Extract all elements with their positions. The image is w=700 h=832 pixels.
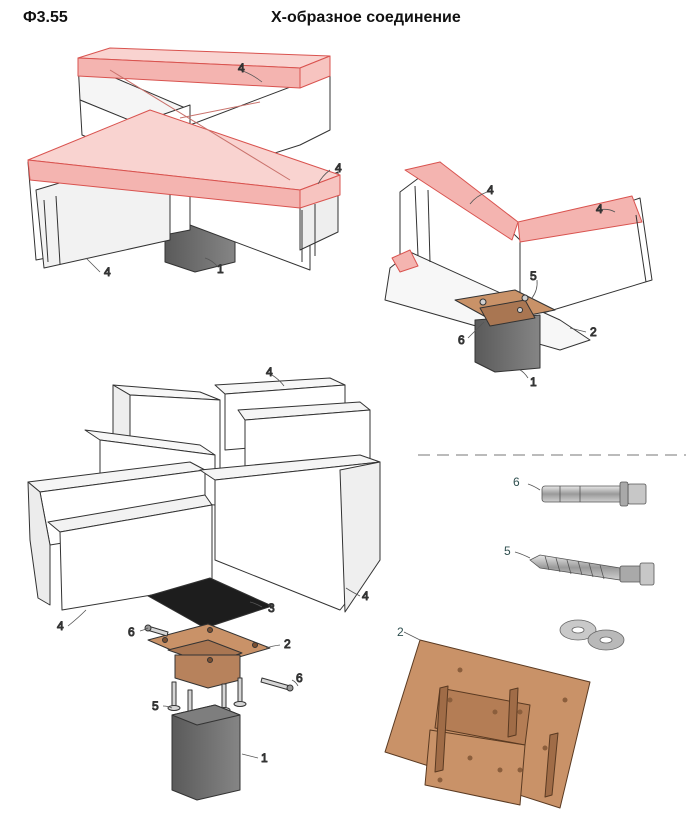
callout-4-right: 4 [335, 161, 342, 175]
callout-4-top: 4 [238, 61, 245, 75]
callout-4-partial-a: 4 [487, 183, 494, 197]
view-assembled-cross: 4 4 4 1 [27, 47, 343, 280]
callout-4-exploded-left: 4 [57, 619, 64, 633]
callout-5-detail: 5 [504, 544, 511, 558]
partial-bracket-2 [454, 289, 556, 327]
callout-6-exploded-right: 6 [296, 671, 303, 685]
callout-4-exploded-top: 4 [266, 365, 273, 379]
detail-anchor-bolt-6 [527, 481, 647, 507]
upper-beams-4-highlighted [27, 47, 341, 209]
exploded-post-1 [171, 704, 241, 801]
lag-screws-5 [167, 677, 247, 719]
callout-2-bracket: 2 [284, 637, 291, 651]
callout-4-bottom: 4 [104, 265, 111, 279]
figure-code: Ф3.55 [23, 9, 68, 26]
detail-lag-screw-5 [514, 551, 655, 586]
leader-lines-view1 [85, 69, 331, 273]
leader-lines-view2 [467, 191, 616, 379]
callout-1-partial: 1 [530, 375, 537, 389]
callout-4-exploded-right: 4 [362, 589, 369, 603]
figure-title: Х-образное соединение [271, 9, 461, 26]
partial-post-1 [474, 314, 541, 373]
callout-2-partial: 2 [590, 325, 597, 339]
view-partial-section: 4 4 5 2 6 1 [384, 161, 653, 390]
callout-1-exploded-post: 1 [261, 751, 268, 765]
callout-5-screws: 5 [152, 699, 159, 713]
callout-3-pad: 3 [268, 601, 275, 615]
rubber-pad-3 [147, 577, 273, 629]
detail-bracket-2 [384, 631, 591, 809]
callout-6-detail: 6 [513, 475, 520, 489]
callout-4-partial-b: 4 [596, 202, 603, 216]
callout-5-partial: 5 [530, 269, 537, 283]
callout-2-detail: 2 [397, 625, 404, 639]
exploded-lower-beams-4 [27, 429, 381, 613]
leader-lines-view3 [67, 373, 361, 759]
detail-washers [559, 619, 625, 651]
callout-6-partial: 6 [458, 333, 465, 347]
callout-6-exploded-left: 6 [128, 625, 135, 639]
view-exploded-assembly: 4 4 4 3 6 2 6 5 1 [27, 365, 381, 801]
callout-1-post: 1 [217, 262, 224, 276]
